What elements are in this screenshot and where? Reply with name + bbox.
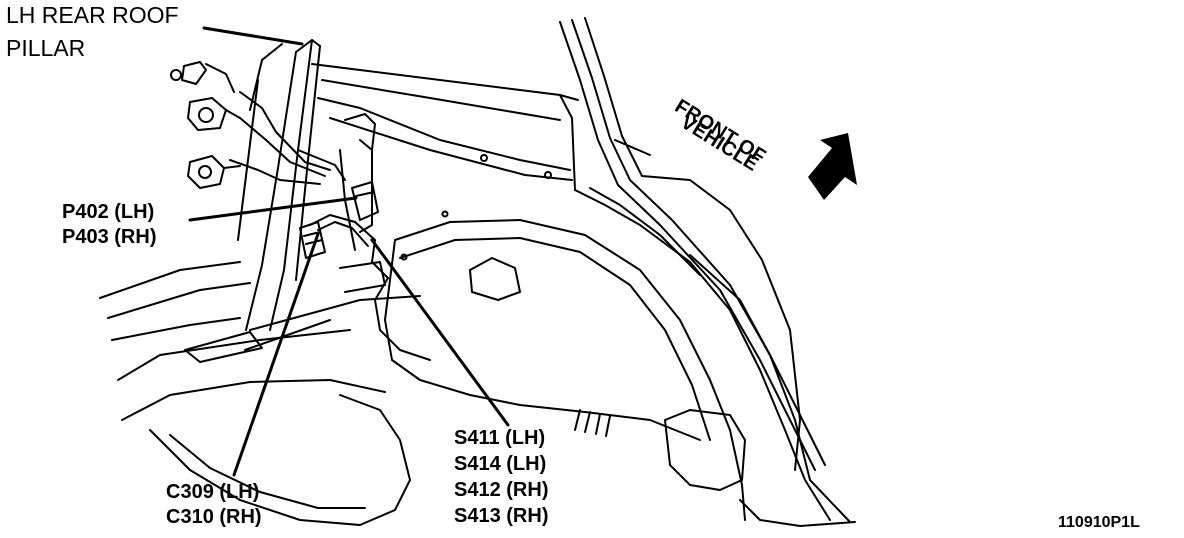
wiring-harness <box>229 91 431 361</box>
front-of-vehicle-arrow <box>808 133 857 200</box>
bulb-socket-upper <box>170 61 235 93</box>
label-splice-s412: S412 (RH) <box>454 479 549 501</box>
label-rear-roof-pillar-line-1: LH REAR ROOF <box>6 2 179 28</box>
leader-lines <box>188 26 510 477</box>
label-pigtail-p402: P402 (LH) <box>62 201 155 223</box>
label-splice-s414: S414 (LH) <box>454 453 547 475</box>
wheel-house <box>384 210 746 521</box>
label-pigtail-p403: P403 (RH) <box>62 226 157 248</box>
label-splice-s413: S413 (RH) <box>454 505 549 527</box>
label-connector-c310: C310 (RH) <box>166 506 262 528</box>
label-splice-s411: S411 (LH) <box>454 427 546 449</box>
label-connector-c309: C309 (LH) <box>166 481 260 503</box>
rear-roof-pillar <box>237 39 346 331</box>
pigtail-p402-p403 <box>351 181 379 221</box>
bulb-socket-middle <box>187 97 241 131</box>
cargo-floor <box>99 261 421 526</box>
label-rear-roof-pillar-line-2: PILLAR <box>6 35 86 61</box>
figure-number: 110910P1L <box>1058 514 1140 531</box>
quarter-panel <box>559 17 856 527</box>
bulb-socket-lower <box>187 155 241 189</box>
